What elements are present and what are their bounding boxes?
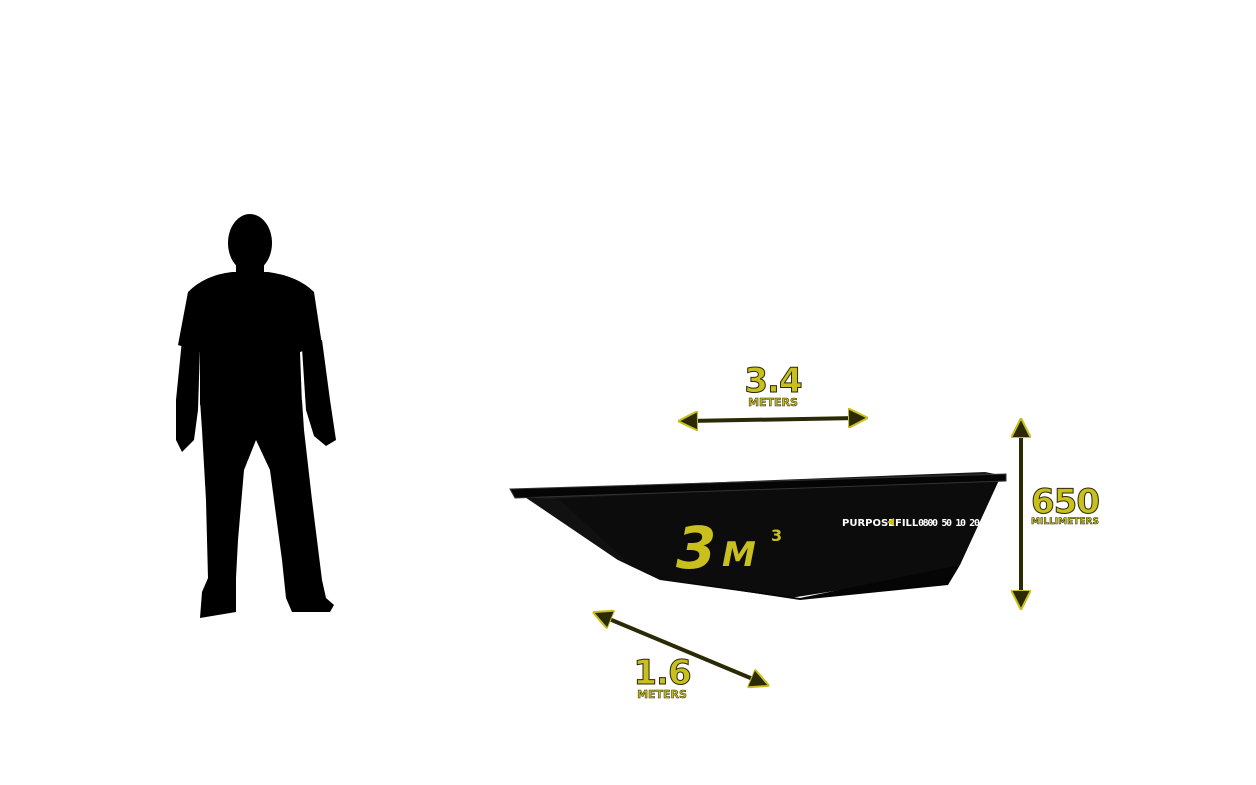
brand-right: FILL (895, 518, 919, 529)
height-label: 650 MILLIMETERS (1030, 482, 1101, 527)
height-value: 650 (1031, 482, 1101, 522)
width-value: 1.6 (633, 653, 692, 693)
length-label: 3.4 METERS (733, 361, 813, 409)
bin-phone: 0800 50 10 20 (918, 518, 980, 529)
bin-size-number: 3 (676, 514, 716, 582)
skip-bin-icon (509, 472, 1007, 600)
length-value: 3.4 (744, 361, 803, 401)
width-label: 1.6 METERS (622, 653, 702, 701)
brand-left: PURPOSE (842, 518, 895, 529)
length-arrow (688, 418, 858, 421)
length-unit: METERS (748, 396, 798, 409)
height-unit: MILLIMETERS (1031, 517, 1099, 527)
bin-size-unit: M (722, 535, 756, 575)
person-silhouette-icon (176, 214, 336, 618)
width-arrow (602, 616, 760, 682)
brand-arrow-icon (887, 518, 894, 526)
bin-size-exponent: 3 (771, 526, 782, 545)
width-unit: METERS (637, 688, 687, 701)
